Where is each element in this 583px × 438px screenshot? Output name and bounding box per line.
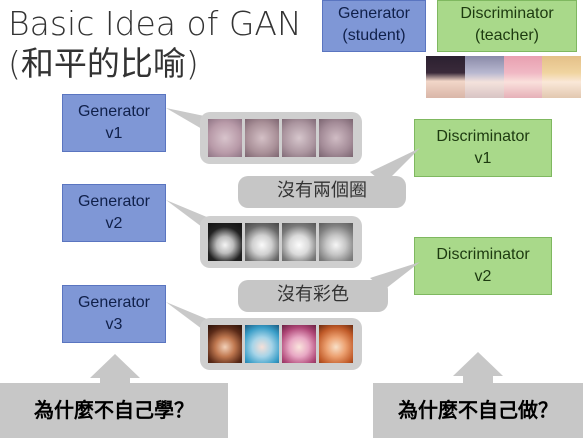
gen-v1-image-4	[319, 119, 353, 157]
gen-v2-image-2	[245, 223, 279, 261]
gen-v1-output-images	[208, 119, 353, 157]
anime-face-4	[542, 56, 581, 98]
slide-title: Basic Idea of GAN (和平的比喻)	[8, 4, 302, 84]
gen-v2-image-4	[319, 223, 353, 261]
right-callout: 為什麼不自己做？	[373, 383, 583, 438]
generator-v2-box: Generator v2	[62, 184, 166, 242]
gen-v2-output-images	[208, 223, 353, 261]
gen-v2-image-1	[208, 223, 242, 261]
right-callout-arrow	[453, 352, 503, 376]
gen-v1-image-3	[282, 119, 316, 157]
discriminator-v2-version: v2	[474, 268, 492, 285]
gen-v3-image-1	[208, 325, 242, 363]
discriminator-v2-name: Discriminator	[436, 246, 530, 263]
gen-v1-image-2	[245, 119, 279, 157]
generator-v3-version: v3	[105, 316, 123, 333]
gen-v3-output-images	[208, 325, 353, 363]
title-line-2: (和平的比喻)	[8, 44, 199, 83]
legend-generator-box: Generator (student)	[322, 0, 426, 52]
real-anime-faces-image	[426, 56, 581, 98]
title-line-1: Basic Idea of GAN	[8, 4, 302, 43]
gen-v3-image-4	[319, 325, 353, 363]
generator-v1-box: Generator v1	[62, 94, 166, 152]
generator-v2-version: v2	[105, 215, 123, 232]
generator-v2-name: Generator	[77, 193, 151, 210]
gen-v3-image-2	[245, 325, 279, 363]
generator-v3-box: Generator v3	[62, 285, 166, 343]
generator-v1-name: Generator	[77, 103, 151, 120]
legend-discriminator-box: Discriminator (teacher)	[437, 0, 577, 52]
feedback-bubble-1: 沒有兩個圈	[238, 176, 406, 208]
left-callout-arrow	[90, 354, 140, 378]
discriminator-v1-box: Discriminator v1	[414, 119, 552, 177]
anime-face-2	[464, 56, 504, 98]
discriminator-v1-name: Discriminator	[436, 128, 530, 145]
feedback-bubble-2: 沒有彩色	[238, 280, 388, 312]
gen-v3-image-3	[282, 325, 316, 363]
legend-discriminator-line1: Discriminator	[460, 5, 554, 22]
left-callout: 為什麼不自己學？	[0, 383, 228, 438]
discriminator-v2-box: Discriminator v2	[414, 237, 552, 295]
gen-v1-image-1	[208, 119, 242, 157]
discriminator-v1-version: v1	[474, 150, 492, 167]
gen-v2-image-3	[282, 223, 316, 261]
anime-face-3	[503, 56, 543, 98]
legend-generator-line1: Generator	[337, 5, 411, 22]
anime-face-1	[426, 56, 465, 98]
generator-v3-name: Generator	[77, 294, 151, 311]
legend-discriminator-line2: (teacher)	[474, 27, 540, 44]
generator-v1-version: v1	[105, 125, 123, 142]
legend-generator-line2: (student)	[342, 27, 406, 44]
